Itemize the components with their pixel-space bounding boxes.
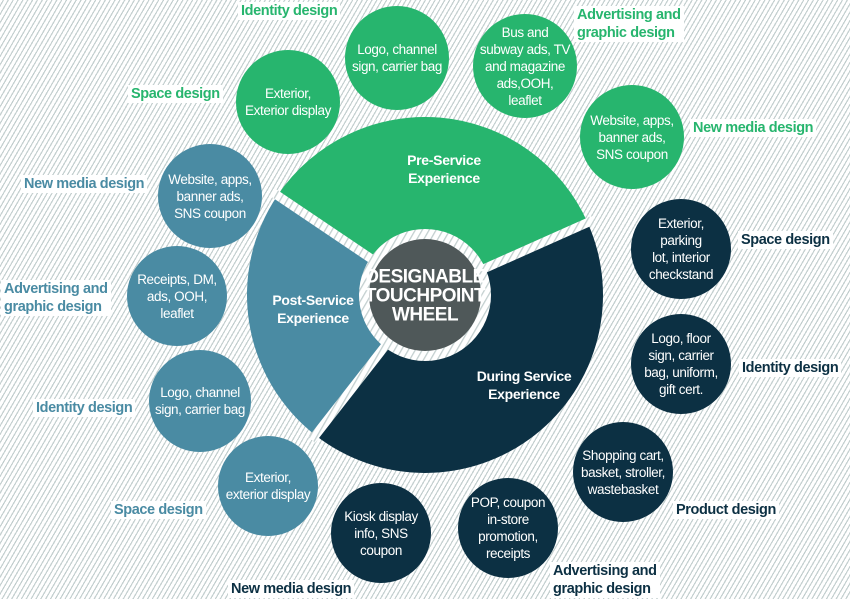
- touchpoint-items: Logo, floor sign, carrier bag, uniform, …: [644, 331, 718, 397]
- touchpoint-category: Advertising and graphic design: [1, 280, 111, 316]
- post-service-segment: [247, 195, 425, 436]
- touchpoint-category: Advertising and graphic design: [550, 562, 660, 598]
- touchpoint-items: Exterior, Exterior display: [245, 86, 331, 118]
- touchpoint-bubble: Receipts, DM, ads, OOH, leaflet: [127, 246, 227, 346]
- touchpoint-items: Shopping cart, basket, stroller, wasteba…: [581, 447, 665, 497]
- during-service-label: During Service Experience: [476, 368, 572, 402]
- touchpoint-bubble: Exterior, parking lot, interior checksta…: [631, 199, 731, 299]
- touchpoint-bubble: Logo, channel sign, carrier bag: [149, 350, 251, 452]
- touchpoint-items: Website, apps, banner ads, SNS coupon: [168, 171, 252, 221]
- touchpoint-category: Space design: [128, 85, 223, 103]
- touchpoint-items: Exterior, exterior display: [225, 470, 311, 502]
- touchpoint-items: Exterior, parking lot, interior checksta…: [648, 216, 714, 282]
- touchpoint-category: Identity design: [238, 2, 341, 20]
- touchpoint-items: Logo, channel sign, carrier bag: [352, 42, 442, 74]
- touchpoint-category: Advertising and graphic design: [574, 6, 684, 42]
- touchpoint-category: New media design: [690, 119, 817, 137]
- touchpoint-items: Logo, channel sign, carrier bag: [155, 385, 245, 417]
- wheel-title-line-3: WHEEL: [391, 304, 459, 326]
- touchpoint-category: Space design: [738, 231, 833, 249]
- touchpoint-category: New media design: [21, 175, 148, 193]
- post-service-label: Post-Service Experience: [272, 292, 354, 326]
- wheel-title-line-1: DESIGNABLE: [365, 266, 485, 288]
- touchpoint-items: Bus and subway ads, TV and magazine ads,…: [479, 24, 571, 108]
- wheel-title: DESIGNABLE TOUCHPOINT WHEEL: [364, 266, 486, 326]
- wheel-title-line-2: TOUCHPOINT: [364, 285, 486, 307]
- touchpoint-bubble: Website, apps, banner ads, SNS coupon: [580, 85, 684, 189]
- touchpoint-bubble: POP, coupon in-store promotion, receipts: [458, 478, 558, 578]
- touchpoint-category: Space design: [111, 501, 206, 519]
- touchpoint-items: Receipts, DM, ads, OOH, leaflet: [137, 271, 217, 321]
- touchpoint-bubble: Shopping cart, basket, stroller, wasteba…: [573, 422, 673, 522]
- touchpoint-bubble: Website, apps, banner ads, SNS coupon: [158, 144, 262, 248]
- touchpoint-bubble: Logo, floor sign, carrier bag, uniform, …: [631, 314, 731, 414]
- touchpoint-bubble: Bus and subway ads, TV and magazine ads,…: [473, 14, 577, 118]
- touchpoint-items: Website, apps, banner ads, SNS coupon: [590, 112, 674, 162]
- touchpoint-items: POP, coupon in-store promotion, receipts: [470, 495, 546, 561]
- touchpoint-category: New media design: [228, 580, 355, 598]
- pre-service-segment: [277, 116, 588, 295]
- touchpoint-bubble: Exterior, exterior display: [218, 436, 318, 536]
- touchpoint-category: Product design: [673, 501, 779, 519]
- touchpoint-bubble: Exterior, Exterior display: [236, 50, 340, 154]
- center-hub: [369, 239, 481, 351]
- touchpoint-bubble: Kiosk display info, SNS coupon: [331, 483, 431, 583]
- touchpoint-category: Identity design: [33, 399, 136, 417]
- touchpoint-items: Kiosk display info, SNS coupon: [344, 508, 418, 558]
- touchpoint-category: Identity design: [739, 359, 842, 377]
- pre-service-label: Pre-Service Experience: [407, 152, 481, 186]
- touchpoint-bubble: Logo, channel sign, carrier bag: [345, 6, 449, 110]
